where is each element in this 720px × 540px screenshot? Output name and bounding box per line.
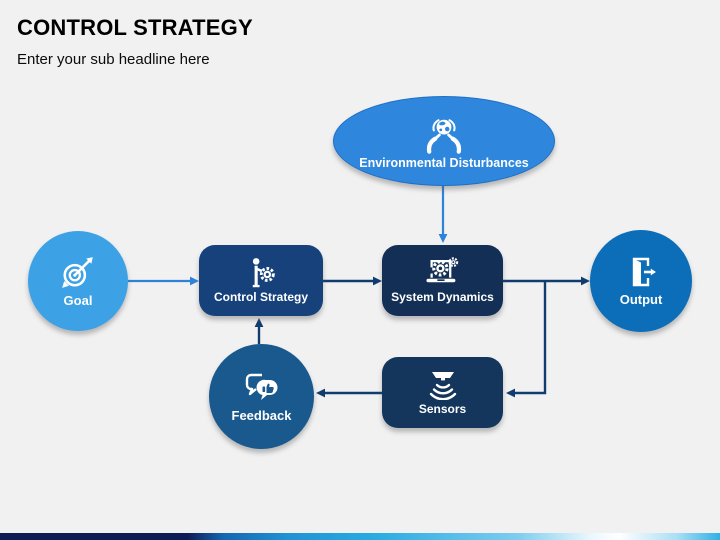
target-dart-icon <box>60 254 96 290</box>
chat-thumbs-up-icon <box>241 371 283 405</box>
node-feedback: Feedback <box>209 344 314 449</box>
arrow-feedback-to-control-strategy <box>254 318 264 344</box>
node-label: System Dynamics <box>391 290 494 305</box>
person-gear-icon <box>243 257 279 288</box>
arrow-system-dynamics-to-output <box>503 276 590 286</box>
node-goal: Goal <box>28 231 128 331</box>
arrow-control-strategy-to-system-dynamics <box>323 276 382 286</box>
node-label: Control Strategy <box>213 290 308 305</box>
node-control-strategy: Control Strategy <box>199 245 323 316</box>
hands-globe-icon <box>420 116 468 154</box>
arrow-system-dynamics-to-sensors <box>506 281 547 398</box>
node-label: Output <box>619 292 663 308</box>
node-label: Feedback <box>231 407 292 423</box>
page-title: CONTROL STRATEGY <box>17 15 253 40</box>
page-subtitle: Enter your sub headline here <box>17 51 210 68</box>
node-output: Output <box>590 230 692 332</box>
node-label: Sensors <box>418 401 467 416</box>
footer-accent-bar <box>0 533 720 540</box>
node-system-dynamics: System Dynamics <box>382 245 503 316</box>
arrow-sensors-to-feedback <box>316 388 382 398</box>
exit-door-icon <box>624 255 658 289</box>
arrow-environment-to-system-dynamics <box>438 185 448 243</box>
arrow-goal-to-control-strategy <box>128 276 199 286</box>
laptop-gears-icon <box>422 257 464 288</box>
motion-sensor-icon <box>425 370 461 400</box>
node-label: Goal <box>63 293 93 309</box>
node-label: Environmental Disturbances <box>359 155 529 170</box>
node-sensors: Sensors <box>382 357 503 428</box>
node-environmental-disturbances: Environmental Disturbances <box>333 96 555 186</box>
